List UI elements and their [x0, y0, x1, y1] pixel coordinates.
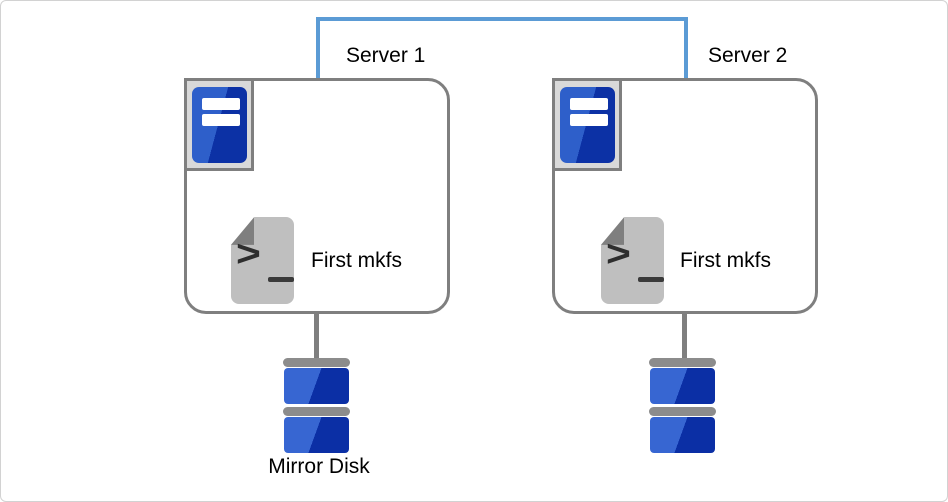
server1-command-label: First mkfs	[311, 249, 402, 272]
mirror-disk-label: Mirror Disk	[268, 455, 370, 478]
server2-label: Server 2	[708, 44, 788, 67]
server2-mirror-disk-icon	[649, 358, 716, 453]
disk-platter-icon	[650, 417, 715, 453]
server2-disk-connector-line	[682, 312, 687, 360]
network-link-line-horizontal	[316, 17, 688, 21]
disk-cap-icon	[283, 358, 350, 367]
server1-terminal-script-icon: >	[231, 217, 294, 304]
tower-icon	[560, 87, 615, 163]
server1-mirror-disk-icon	[283, 358, 350, 453]
server1-label: Server 1	[346, 44, 426, 67]
disk-cap-icon	[649, 407, 716, 416]
terminal-prompt-icon: >	[606, 233, 631, 274]
tower-slot-icon	[570, 114, 608, 126]
tower-slot-icon	[202, 114, 240, 126]
server2-tower-icon	[552, 78, 622, 171]
terminal-cursor-icon	[638, 277, 664, 282]
disk-cap-icon	[283, 407, 350, 416]
tower-slot-icon	[570, 98, 608, 110]
disk-platter-icon	[650, 368, 715, 404]
network-link-line-server1	[316, 17, 320, 79]
terminal-prompt-icon: >	[236, 233, 261, 274]
disk-platter-icon	[284, 417, 349, 453]
server1-tower-icon	[184, 78, 254, 171]
network-link-line-server2	[684, 17, 688, 79]
terminal-cursor-icon	[268, 277, 294, 282]
tower-icon	[192, 87, 247, 163]
server1-disk-connector-line	[314, 312, 319, 360]
server2-command-label: First mkfs	[680, 249, 771, 272]
disk-platter-icon	[284, 368, 349, 404]
tower-slot-icon	[202, 98, 240, 110]
disk-cap-icon	[649, 358, 716, 367]
server2-terminal-script-icon: >	[601, 217, 664, 304]
